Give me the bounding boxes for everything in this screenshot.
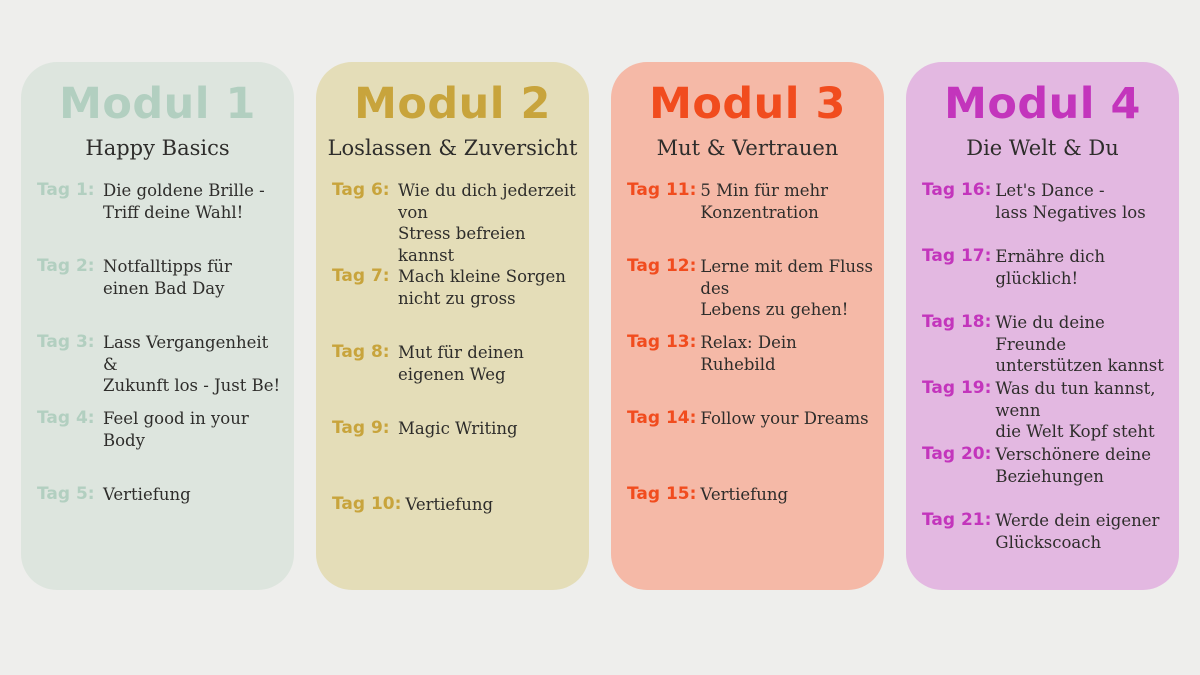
day-entry: Tag 15:Vertiefung [627, 484, 876, 560]
day-entry: Tag 18:Wie du deine Freunde unterstützen… [922, 312, 1171, 378]
day-entry: Tag 2: Notfalltipps für einen Bad Day [37, 256, 286, 332]
day-text: Vertiefung [700, 485, 789, 504]
module-card-4: Modul 4 Die Welt & Du Tag 16:Let's Dance -… [906, 62, 1179, 590]
day-label: Tag 15: [627, 484, 697, 504]
day-label: Tag 20: [922, 444, 992, 464]
day-text: Vertiefung [103, 485, 191, 504]
day-entry: Tag 9: Magic Writing [332, 418, 581, 494]
day-text: Mut für deinen eigenen Weg [398, 343, 524, 384]
day-text: Die goldene Brille - Triff deine Wahl! [103, 181, 265, 222]
day-label: Tag 5: [37, 484, 95, 504]
day-label: Tag 13: [627, 332, 697, 352]
day-label: Tag 11: [627, 180, 697, 200]
day-entry: Tag 7: Mach kleine Sorgen nicht zu gross [332, 266, 581, 342]
day-text: Vertiefung [405, 495, 494, 514]
day-text: Ernähre dich glücklich! [995, 247, 1106, 288]
day-text: Magic Writing [398, 419, 518, 438]
day-text: Follow your Dreams [700, 409, 869, 428]
day-label: Tag 6: [332, 180, 390, 200]
module-title: Modul 3 [649, 79, 846, 129]
day-entry-list: Tag 6: Wie du dich jederzeit von Stress b… [316, 180, 589, 570]
module-title: Modul 1 [59, 79, 256, 129]
day-label: Tag 8: [332, 342, 390, 362]
day-entry: Tag 16:Let's Dance - lass Negatives los [922, 180, 1171, 246]
day-text: Let's Dance - lass Negatives los [995, 181, 1146, 222]
day-label: Tag 3: [37, 332, 95, 352]
module-subtitle: Happy Basics [85, 136, 230, 160]
day-text: Lass Vergangenheit & Zukunft los - Just … [103, 333, 281, 395]
day-label: Tag 4: [37, 408, 95, 428]
day-label: Tag 7: [332, 266, 390, 286]
day-text: Lerne mit dem Fluss des Lebens zu gehen! [700, 257, 873, 319]
day-text: Was du tun kannst, wenn die Welt Kopf st… [995, 379, 1156, 441]
day-label: Tag 18: [922, 312, 992, 332]
day-text: Mach kleine Sorgen nicht zu gross [398, 267, 566, 308]
day-entry: Tag 12:Lerne mit dem Fluss des Lebens zu… [627, 256, 876, 332]
day-label: Tag 17: [922, 246, 992, 266]
day-entry-list: Tag 1: Die goldene Brille - Triff deine W… [21, 180, 294, 560]
module-subtitle: Mut & Vertrauen [656, 136, 839, 160]
day-label: Tag 14: [627, 408, 697, 428]
day-text: 5 Min für mehr Konzentration [700, 181, 828, 222]
day-entry: Tag 4: Feel good in your Body [37, 408, 286, 484]
day-label: Tag 2: [37, 256, 95, 276]
day-text: Verschönere deine Beziehungen [995, 445, 1152, 486]
day-entry: Tag 21:Werde dein eigener Glückscoach [922, 510, 1171, 576]
day-text: Notfalltipps für einen Bad Day [103, 257, 232, 298]
day-label: Tag 1: [37, 180, 95, 200]
module-title: Modul 2 [354, 79, 551, 129]
day-text: Wie du dich jederzeit von Stress befreie… [398, 181, 576, 265]
day-text: Werde dein eigener Glückscoach [995, 511, 1160, 552]
day-entry: Tag 14:Follow your Dreams [627, 408, 876, 484]
day-entry: Tag 5: Vertiefung [37, 484, 286, 560]
day-label: Tag 9: [332, 418, 390, 438]
module-subtitle: Die Welt & Du [966, 136, 1119, 160]
module-subtitle: Loslassen & Zuversicht [327, 136, 578, 160]
day-label: Tag 16: [922, 180, 992, 200]
day-entry: Tag 1: Die goldene Brille - Triff deine W… [37, 180, 286, 256]
day-text: Relax: Dein Ruhebild [700, 333, 797, 374]
day-label: Tag 21: [922, 510, 992, 530]
day-entry: Tag 17:Ernähre dich glücklich! [922, 246, 1171, 312]
day-text: Wie du deine Freunde unterstützen kannst [995, 313, 1164, 375]
day-entry: Tag 19:Was du tun kannst, wenn die Welt … [922, 378, 1171, 444]
day-text: Feel good in your Body [103, 409, 249, 450]
day-entry: Tag 6: Wie du dich jederzeit von Stress b… [332, 180, 581, 266]
module-title: Modul 4 [944, 79, 1141, 129]
day-entry: Tag 8: Mut für deinen eigenen Weg [332, 342, 581, 418]
day-label: Tag 19: [922, 378, 992, 398]
day-entry: Tag 3: Lass Vergangenheit & Zukunft los -… [37, 332, 286, 408]
day-entry: Tag 11:5 Min für mehr Konzentration [627, 180, 876, 256]
day-label: Tag 12: [627, 256, 697, 276]
day-entry: Tag 13:Relax: Dein Ruhebild [627, 332, 876, 408]
day-entry: Tag 20:Verschönere deine Beziehungen [922, 444, 1171, 510]
day-label: Tag 10: [332, 494, 402, 514]
day-entry: Tag 10:Vertiefung [332, 494, 581, 570]
